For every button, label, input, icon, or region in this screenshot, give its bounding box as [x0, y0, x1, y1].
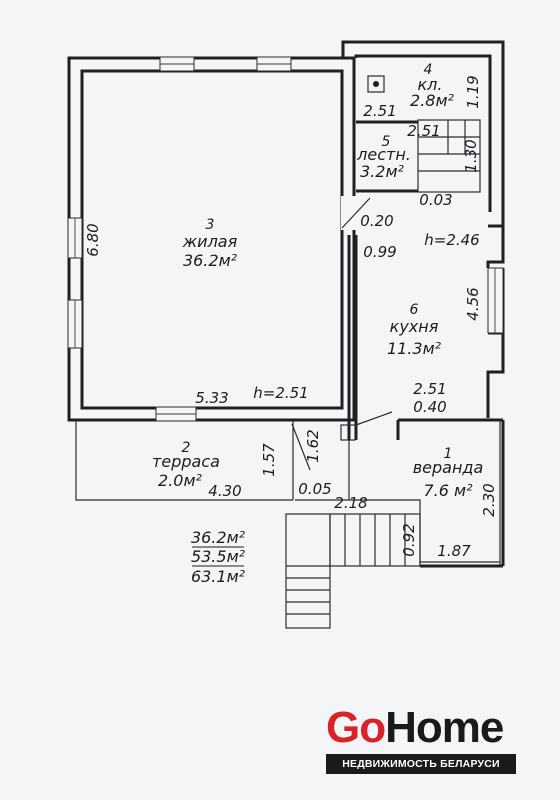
svg-text:1.30: 1.30: [462, 139, 480, 172]
svg-text:0.05: 0.05: [298, 480, 331, 498]
svg-text:2.0м²: 2.0м²: [158, 471, 203, 490]
svg-text:36.2м²: 36.2м²: [191, 528, 246, 547]
svg-text:2.18: 2.18: [334, 494, 367, 512]
svg-text:3.2м²: 3.2м²: [360, 162, 405, 181]
svg-text:3: 3: [206, 217, 215, 233]
svg-text:жилая: жилая: [182, 232, 238, 251]
svg-text:h=2.46: h=2.46: [424, 231, 479, 249]
room-label-veranda: 1 веранда 7.6 м²: [413, 446, 484, 500]
svg-text:2: 2: [182, 440, 191, 456]
terrace-outline: [75, 420, 294, 501]
svg-text:0.40: 0.40: [413, 398, 446, 416]
svg-text:2.30: 2.30: [480, 483, 498, 516]
svg-text:кл.: кл.: [418, 75, 443, 94]
room-label-stairs: 5 лестн. 3.2м²: [356, 134, 411, 181]
svg-text:36.2м²: 36.2м²: [183, 251, 238, 270]
svg-text:веранда: веранда: [413, 458, 484, 477]
room-label-cellar: 4 кл. 2.8м²: [410, 62, 455, 110]
svg-text:0.99: 0.99: [363, 243, 396, 261]
svg-text:1.62: 1.62: [304, 429, 322, 462]
svg-text:0.20: 0.20: [360, 212, 393, 230]
svg-text:2.8м²: 2.8м²: [410, 91, 455, 110]
svg-text:2.51: 2.51: [363, 102, 396, 120]
svg-text:0.03: 0.03: [419, 191, 452, 209]
svg-text:63.1м²: 63.1м²: [191, 567, 246, 586]
svg-text:1: 1: [444, 446, 453, 462]
svg-text:4.30: 4.30: [208, 482, 241, 500]
svg-text:1.57: 1.57: [260, 443, 278, 477]
room-label-kitchen: 6 кухня 11.3м²: [387, 302, 442, 358]
svg-text:53.5м²: 53.5м²: [191, 547, 246, 566]
svg-text:2.51: 2.51: [413, 380, 446, 398]
logo-wordmark: GoHome: [326, 703, 504, 752]
svg-text:5: 5: [382, 134, 391, 150]
room-label-living: 3 жилая 36.2м²: [182, 217, 238, 270]
logo-tagline: НЕДВИЖИМОСТЬ БЕЛАРУСИ: [326, 754, 516, 774]
svg-text:0.92: 0.92: [400, 523, 418, 556]
svg-text:h=2.51: h=2.51: [253, 384, 308, 402]
svg-text:2.51: 2.51: [407, 122, 440, 140]
svg-text:11.3м²: 11.3м²: [387, 339, 442, 358]
svg-text:4.56: 4.56: [464, 287, 482, 320]
svg-text:терраса: терраса: [152, 452, 220, 471]
area-totals: 36.2м² 53.5м² 63.1м²: [191, 528, 246, 586]
porch-stairs: [285, 499, 421, 629]
living-room-walls: [67, 56, 371, 422]
room-label-terrace: 2 терраса 2.0м²: [152, 440, 220, 490]
svg-text:7.6 м²: 7.6 м²: [423, 481, 473, 500]
logo-go: Go: [326, 703, 386, 752]
svg-text:5.33: 5.33: [195, 389, 228, 407]
logo-home: Home: [385, 703, 504, 752]
service-block-walls: [291, 40, 505, 568]
svg-text:кухня: кухня: [390, 317, 439, 336]
dimension-labels: 6.80 5.33 h=2.51 2.51 1.19 2.51 1.30 0.0…: [84, 75, 498, 560]
gohome-logo: GoHome НЕДВИЖИМОСТЬ БЕЛАРУСИ: [326, 704, 516, 776]
svg-text:1.19: 1.19: [464, 75, 482, 108]
svg-text:1.87: 1.87: [437, 542, 471, 560]
svg-text:6.80: 6.80: [84, 223, 102, 256]
svg-text:6: 6: [410, 302, 419, 318]
svg-text:4: 4: [424, 62, 433, 78]
svg-text:лестн.: лестн.: [356, 145, 411, 164]
